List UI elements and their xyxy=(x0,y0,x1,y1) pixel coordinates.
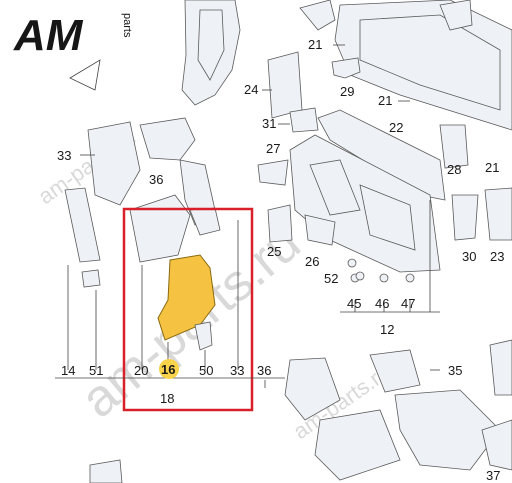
part-50 xyxy=(194,321,213,351)
am-parts-logo: AM parts xyxy=(13,11,133,60)
label-50: 50 xyxy=(199,363,213,378)
leader-lines xyxy=(80,44,440,371)
label-22: 22 xyxy=(389,120,403,135)
part-33-inner xyxy=(189,207,221,236)
label-29: 29 xyxy=(340,84,354,99)
pillar-top-left xyxy=(69,0,241,106)
label-36-top: 36 xyxy=(149,172,163,187)
label-21c: 21 xyxy=(485,160,499,175)
part-24 xyxy=(267,51,303,119)
label-14: 14 xyxy=(61,363,75,378)
label-37: 37 xyxy=(486,468,500,483)
label-52: 52 xyxy=(324,271,338,286)
logo-sub: parts xyxy=(121,13,133,38)
part-bottom-corner xyxy=(89,459,123,483)
label-46: 46 xyxy=(375,296,389,311)
part-35 xyxy=(369,349,421,393)
label-16: 16 xyxy=(161,362,175,377)
part-bottom-left xyxy=(314,409,401,481)
label-27: 27 xyxy=(266,141,280,156)
label-30: 30 xyxy=(462,249,476,264)
part-30 xyxy=(451,194,479,241)
part-20 xyxy=(129,194,191,263)
part-22 xyxy=(317,109,446,201)
label-35: 35 xyxy=(448,363,462,378)
badge-16 xyxy=(159,359,179,379)
label-51: 51 xyxy=(89,363,103,378)
label-23: 23 xyxy=(490,249,504,264)
label-33-bottom: 33 xyxy=(230,363,244,378)
part-28 xyxy=(439,124,469,169)
part-right-edge xyxy=(489,339,512,396)
group-12-bracket xyxy=(340,200,440,313)
part-51 xyxy=(81,269,101,288)
label-26: 26 xyxy=(305,254,319,269)
label-33-top: 33 xyxy=(57,148,71,163)
label-21a: 21 xyxy=(308,37,322,52)
logo-main: AM xyxy=(13,11,84,60)
part-31 xyxy=(289,107,319,133)
highlight-frame xyxy=(122,207,254,412)
part-25 xyxy=(267,204,293,243)
part-26 xyxy=(304,214,336,246)
label-36-bottom: 36 xyxy=(257,363,271,378)
part-36-bottom xyxy=(284,357,341,421)
label-20: 20 xyxy=(134,363,148,378)
part-33-top xyxy=(87,121,141,206)
part-36-top xyxy=(139,117,196,161)
fasteners-45-46-47-52 xyxy=(347,258,415,283)
label-28: 28 xyxy=(447,162,461,177)
part-bottom-right xyxy=(394,389,501,471)
label-21b: 21 xyxy=(378,93,392,108)
label-45: 45 xyxy=(347,296,361,311)
panel-top-right xyxy=(299,0,512,131)
label-31: 31 xyxy=(262,116,276,131)
part-14 xyxy=(64,187,101,263)
label-24: 24 xyxy=(244,82,258,97)
part-29 xyxy=(331,57,361,79)
label-25: 25 xyxy=(267,244,281,259)
part-23 xyxy=(484,187,512,241)
part-37 xyxy=(481,419,512,471)
label-18: 18 xyxy=(160,391,174,406)
part-27 xyxy=(257,159,289,186)
label-12: 12 xyxy=(380,322,394,337)
label-47: 47 xyxy=(401,296,415,311)
